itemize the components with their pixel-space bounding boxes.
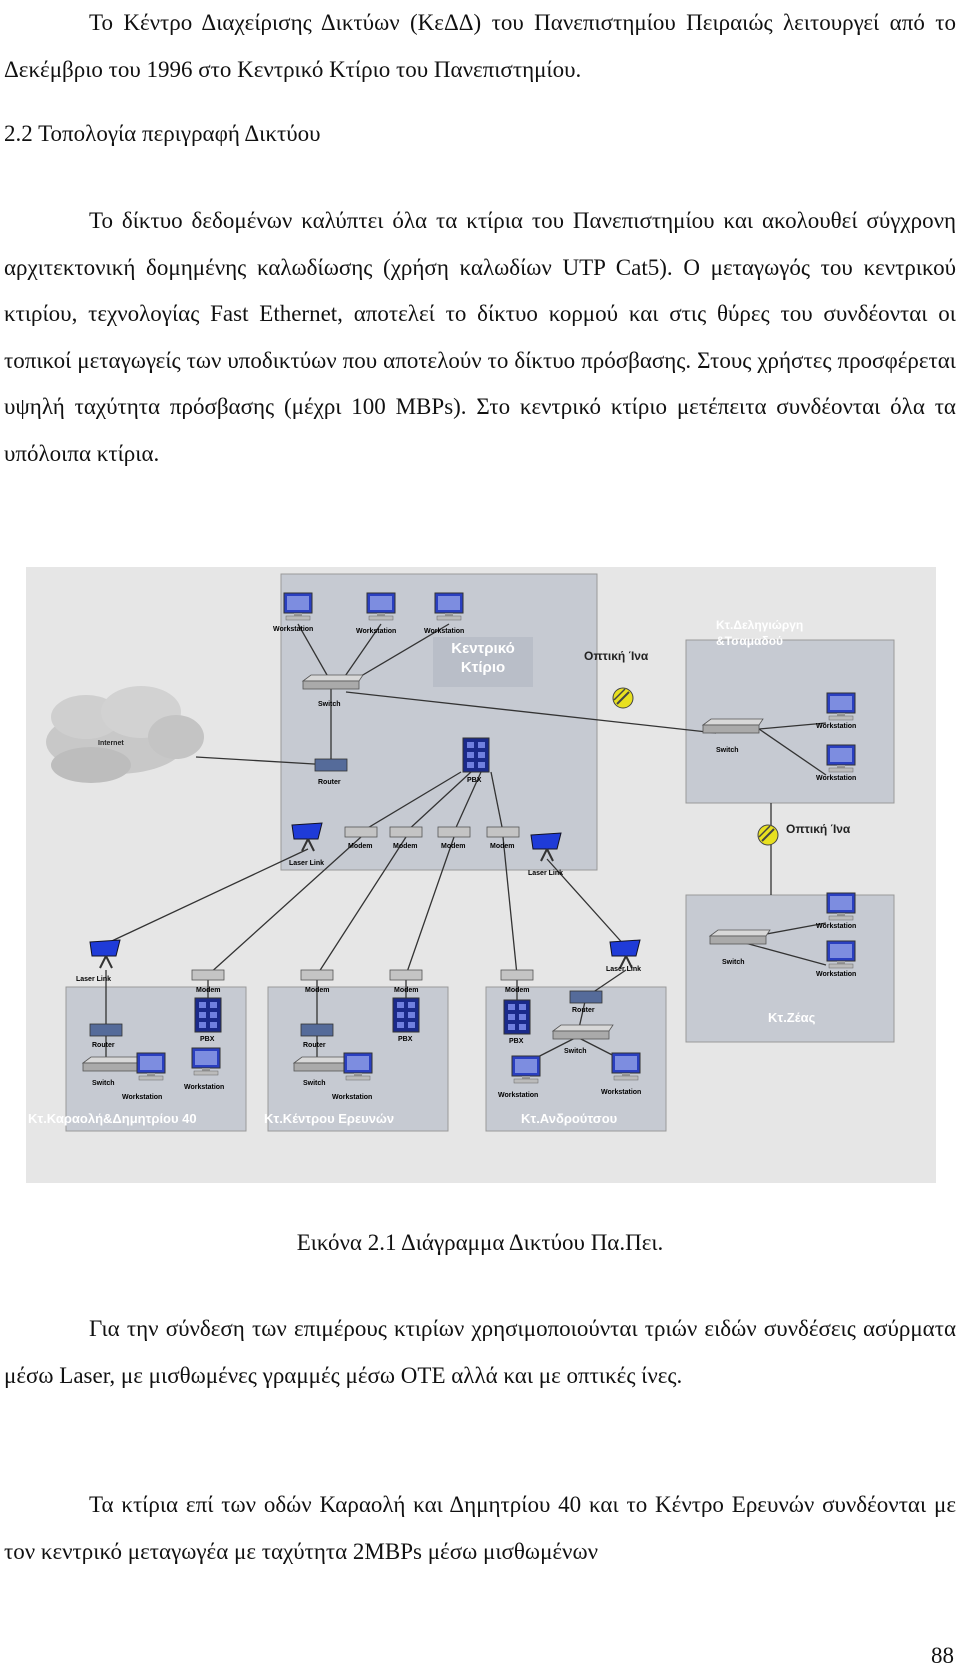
laser-link-label: Laser Link	[528, 870, 563, 877]
network-diagram: Internet Workstation Workstation Worksta…	[26, 567, 936, 1183]
workstation-icon	[826, 692, 856, 721]
switch-icon	[552, 1024, 614, 1040]
workstation-label: Workstation	[816, 723, 856, 730]
modem-icon	[500, 969, 534, 981]
pbx-label: PBX	[398, 1036, 413, 1043]
pbx-icon	[392, 997, 420, 1033]
router-label: Router	[318, 779, 341, 786]
workstation-label: Workstation	[816, 971, 856, 978]
router-label: Router	[303, 1042, 326, 1049]
fiber-icon	[612, 687, 634, 709]
router-icon	[300, 1023, 334, 1037]
workstation-icon	[434, 592, 464, 621]
workstation-icon	[366, 592, 396, 621]
workstation-label: Workstation	[816, 775, 856, 782]
modem-icon	[437, 826, 471, 838]
modem-icon	[191, 969, 225, 981]
workstation-label: Workstation	[424, 628, 464, 635]
modem-icon	[389, 969, 423, 981]
switch-label: Switch	[564, 1048, 587, 1055]
modem-label: Modem	[505, 987, 530, 994]
switch-label: Switch	[716, 747, 739, 754]
connection-lines	[98, 623, 827, 1068]
fiber-label: Οπτική Ίνα	[584, 649, 649, 663]
router-label: Router	[92, 1042, 115, 1049]
workstation-icon	[136, 1052, 166, 1081]
router-icon	[89, 1023, 123, 1037]
laser-link-label: Laser Link	[606, 966, 641, 973]
zeas-building-label: Κτ.Ζέας	[768, 1010, 816, 1025]
switch-label: Switch	[92, 1080, 115, 1087]
modem-label: Modem	[348, 843, 373, 850]
switch-icon	[82, 1056, 144, 1072]
central-building-label-box	[433, 637, 533, 687]
laser-link-label: Laser Link	[289, 860, 324, 867]
laser-link-label: Laser Link	[76, 976, 111, 983]
modem-icon	[486, 826, 520, 838]
workstation-icon	[191, 1047, 221, 1076]
connections-paragraph: Για την σύνδεση των επιμέρους κτιρίων χρ…	[4, 1316, 956, 1388]
workstation-icon	[826, 940, 856, 969]
switch-label: Switch	[303, 1080, 326, 1087]
pbx-label: PBX	[200, 1036, 215, 1043]
workstation-icon	[826, 744, 856, 773]
modem-icon	[300, 969, 334, 981]
workstation-icon	[511, 1055, 541, 1084]
pbx-icon	[194, 997, 222, 1033]
deligiorgi-building-label: Κτ.Δεληγιώργη &Τσαμαδού	[716, 618, 804, 648]
workstation-label: Workstation	[122, 1094, 162, 1101]
switch-label: Switch	[722, 959, 745, 966]
androutsou-building-label: Κτ.Ανδρούτσου	[521, 1111, 618, 1126]
switch-icon	[302, 674, 364, 690]
zeas-building-panel	[685, 894, 895, 1043]
workstation-label: Workstation	[601, 1089, 641, 1096]
modem-label: Modem	[441, 843, 466, 850]
switch-label: Switch	[318, 701, 341, 708]
workstation-label: Workstation	[184, 1084, 224, 1091]
modem-icon	[344, 826, 378, 838]
workstation-icon	[283, 592, 313, 621]
pbx-label: PBX	[467, 777, 482, 784]
workstation-icon	[826, 892, 856, 921]
modem-label: Modem	[394, 987, 419, 994]
pbx-icon	[503, 999, 531, 1035]
workstation-label: Workstation	[332, 1094, 372, 1101]
fiber-label: Οπτική Ίνα	[786, 822, 851, 836]
central-building-label: Κεντρικό Κτίριο	[451, 640, 515, 676]
internet-label: Internet	[98, 740, 124, 747]
switch-icon	[702, 718, 764, 734]
workstation-icon	[343, 1052, 373, 1081]
figure-caption: Εικόνα 2.1 Διάγραμμα Δικτύου Πα.Πει.	[296, 1230, 664, 1255]
router-icon	[314, 758, 348, 772]
router-icon	[569, 990, 603, 1004]
router-label: Router	[572, 1007, 595, 1014]
page-number: 88	[931, 1643, 954, 1668]
section-heading: 2.2 Τοπολογία περιγραφή Δικτύου	[4, 121, 321, 146]
workstation-icon	[611, 1052, 641, 1081]
intro-paragraph: Το Κέντρο Διαχείρισης Δικτύων (ΚεΔΔ) του…	[4, 10, 956, 82]
pbx-label: PBX	[509, 1038, 524, 1045]
workstation-label: Workstation	[273, 626, 313, 633]
buildings-paragraph: Τα κτίρια επί των οδών Καραολή και Δημητ…	[4, 1492, 956, 1564]
modem-label: Modem	[393, 843, 418, 850]
workstation-label: Workstation	[498, 1092, 538, 1099]
pbx-icon	[462, 737, 490, 773]
modem-label: Modem	[305, 987, 330, 994]
workstation-label: Workstation	[816, 923, 856, 930]
modem-icon	[389, 826, 423, 838]
internet-cloud-icon	[46, 686, 204, 783]
switch-icon	[709, 929, 771, 945]
karaoli-building-label: Κτ.Καραολή&Δημητρίου 40	[28, 1111, 197, 1126]
topology-paragraph: Το δίκτυο δεδομένων καλύπτει όλα τα κτίρ…	[4, 208, 956, 466]
central-building-panel	[280, 573, 598, 871]
workstation-label: Workstation	[356, 628, 396, 635]
research-building-label: Κτ.Κέντρου Ερευνών	[264, 1111, 394, 1126]
modem-label: Modem	[490, 843, 515, 850]
fiber-icon	[757, 824, 779, 846]
modem-label: Modem	[196, 987, 221, 994]
